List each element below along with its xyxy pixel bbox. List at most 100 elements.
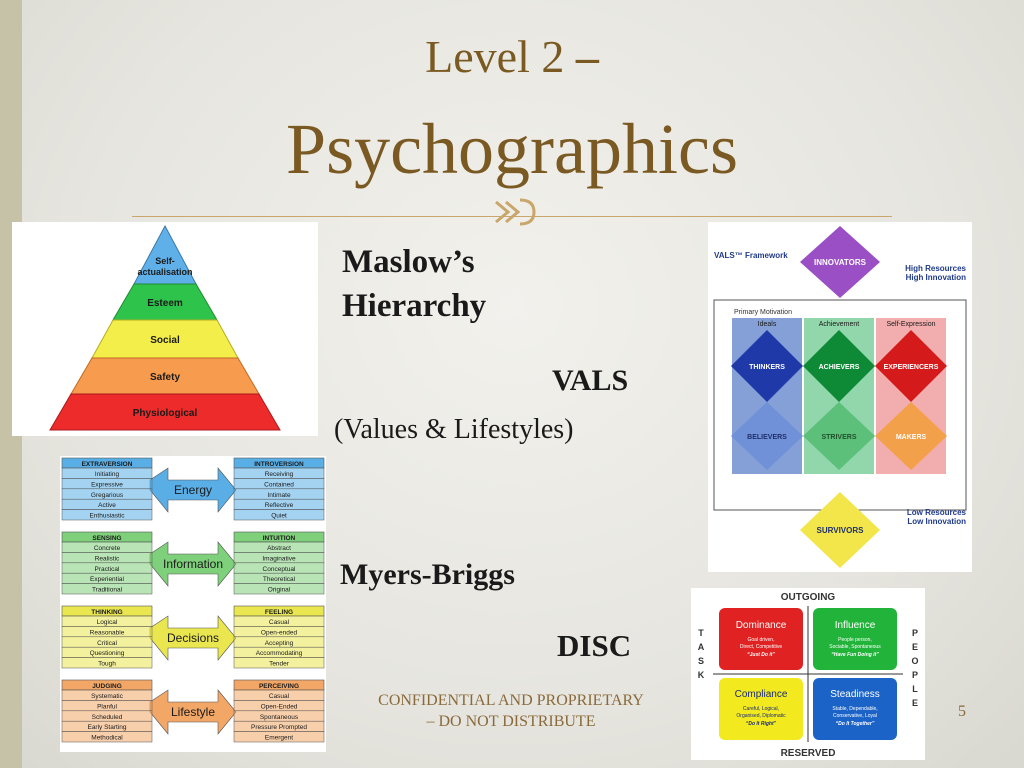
disc-heading: DISC (557, 628, 632, 663)
mbti-trait-text: Expressive (91, 481, 123, 488)
maslow-line1: Maslow’s (342, 244, 475, 280)
mbti-trait-text: Questioning (90, 650, 125, 657)
disc-compliance-desc1: Careful, Logical, (743, 706, 779, 712)
mbti-trait-text: Practical (95, 566, 120, 573)
mbti-trait-text: Theoretical (263, 576, 296, 583)
disc-side-letter: L (912, 684, 918, 694)
mbti-trait-text: Intimate (267, 492, 291, 499)
disc-influence-motto: “Have Fun Doing it” (831, 652, 879, 658)
mbti-trait-text: Gregarious (91, 492, 124, 499)
footer-line1: CONFIDENTIAL AND PROPRIETARY (378, 692, 644, 709)
disc-influence-desc2: Sociable, Spontaneous (829, 644, 881, 650)
vals-innovators-diamond (800, 226, 880, 298)
mbti-header-text: SENSING (92, 535, 121, 542)
mbti-trait-cell (61, 509, 153, 521)
vals-bottom-right-1: Low Resources (907, 508, 967, 517)
maslow-heading: Maslow’s Hierarchy (342, 240, 486, 328)
footer-line2: – DO NOT DISTRIBUTE (426, 713, 596, 730)
mbti-trait-text: Concrete (94, 545, 121, 552)
disc-quadrant-dominance (719, 608, 803, 670)
disc-side-letter: P (912, 628, 918, 638)
disc-side-letter: A (698, 642, 705, 652)
disc-quadrant-influence (813, 608, 897, 670)
mbti-trait-text: Initiating (95, 471, 120, 478)
maslow-pyramid: Self- actualisation Esteem Social Safety… (12, 222, 318, 436)
pyramid-label: actualisation (137, 267, 192, 277)
vals-subheading: (Values & Lifestyles) (334, 414, 574, 445)
mbti-trait-cell (233, 657, 325, 669)
pyramid-label: Social (150, 335, 180, 346)
myers-briggs-heading: Myers-Briggs (340, 558, 515, 591)
title-dash: – (575, 31, 599, 82)
vals-believers-diamond (731, 402, 803, 470)
disc-side-letter: O (911, 656, 918, 666)
mbti-trait-text: Emergent (265, 735, 293, 742)
disc-side-letter: K (698, 670, 705, 680)
vals-column-achievement: Achievement (819, 321, 860, 328)
mbti-trait-text: Reflective (265, 502, 294, 509)
vals-experiencers-diamond (875, 330, 947, 402)
mbti-center-label: Energy (174, 483, 212, 497)
mbti-trait-text: Accepting (265, 640, 294, 647)
maslow-line2: Hierarchy (342, 288, 487, 324)
disc-quadrant-steadiness (813, 678, 897, 740)
mbti-arrow (149, 615, 237, 661)
mbti-trait-text: Tender (269, 661, 290, 668)
mbti-trait-text: Accommodating (256, 650, 303, 657)
mbti-trait-text: Reasonable (90, 629, 125, 636)
vals-primary-motivation: Primary Motivation (734, 309, 792, 316)
mbti-trait-text: Active (98, 502, 116, 509)
mbti-center-label: Information (163, 557, 223, 571)
vals-top-right-1: High Resources (905, 264, 966, 273)
disc-compliance-name: Compliance (735, 689, 788, 700)
vals-makers-diamond (875, 402, 947, 470)
disc-compliance-desc2: Organised, Diplomatic (736, 713, 786, 719)
mbti-trait-text: Planful (97, 703, 117, 710)
pyramid-level-physiological (49, 393, 281, 431)
mbti-trait-text: Spontaneous (260, 714, 299, 721)
slide-title-line1: Level 2 – (0, 30, 1024, 83)
mbti-trait-cell (233, 731, 325, 743)
mbti-header-text: THINKING (91, 609, 122, 616)
vals-top-right-2: High Innovation (906, 273, 967, 282)
disc-steadiness-desc1: Stable, Dependable, (832, 706, 877, 712)
mbti-center-label: Decisions (167, 631, 219, 645)
vals-achievers: ACHIEVERS (819, 364, 860, 371)
disc-steadiness-name: Steadiness (830, 689, 879, 700)
vals-innovators: INNOVATORS (814, 258, 867, 267)
mbti-trait-text: Scheduled (92, 714, 123, 721)
mbti-trait-text: Critical (97, 640, 117, 647)
disc-bottom-label: RESERVED (781, 748, 836, 759)
mbti-trait-text: Pressure Prompted (251, 724, 307, 731)
slide-title-line2: Psychographics (286, 109, 738, 189)
vals-survivors-diamond (800, 492, 880, 568)
mbti-trait-text: Systematic (91, 693, 124, 700)
disc-dominance-motto: “Just Do it” (747, 652, 775, 658)
mbti-trait-cell (233, 583, 325, 595)
ornament-icon (495, 198, 536, 226)
mbti-trait-text: Quiet (271, 513, 287, 520)
vals-framework-diagram: VALS™ Framework High Resources High Inno… (708, 222, 972, 572)
disc-side-letter: E (912, 642, 918, 652)
mbti-header-text: FEELING (265, 609, 293, 616)
vals-column-self-expression: Self-Expression (886, 321, 935, 328)
mbti-trait-text: Methodical (91, 735, 123, 742)
mbti-trait-text: Open-ended (261, 629, 298, 636)
mbti-trait-text: Logical (97, 619, 118, 626)
mbti-arrow (149, 467, 237, 513)
disc-quadrant-compliance (719, 678, 803, 740)
mbti-trait-text: Traditional (92, 587, 123, 594)
disc-side-letter: P (912, 670, 918, 680)
mbti-trait-text: Realistic (95, 555, 120, 562)
vals-survivors: SURVIVORS (817, 526, 865, 535)
mbti-header-text: INTROVERSION (254, 461, 304, 468)
disc-dominance-desc2: Direct, Competitive (740, 644, 782, 650)
mbti-trait-text: Tough (98, 661, 116, 668)
vals-heading: VALS (552, 364, 629, 397)
vals-believers: BELIEVERS (747, 434, 787, 441)
vals-bottom-right-2: Low Innovation (907, 517, 966, 526)
mbti-center-label: Lifestyle (171, 705, 215, 719)
